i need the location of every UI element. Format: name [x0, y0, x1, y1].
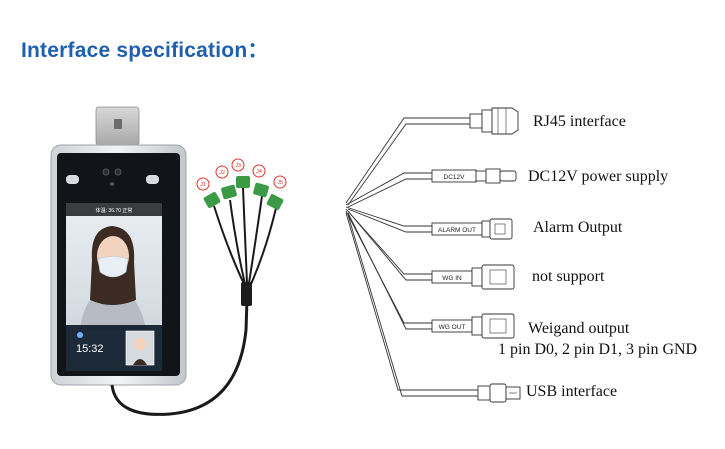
rj45-label: RJ45 interface	[533, 113, 626, 130]
wgin-connector: WG IN	[431, 264, 515, 290]
cable-tag-j4: J4	[256, 169, 262, 175]
usb-label: USB interface	[526, 383, 618, 400]
thermal-sensor	[114, 119, 122, 129]
wgin-label: not support	[532, 268, 605, 285]
screen-status-text: 体温: 36.70 正常	[96, 207, 133, 214]
wgin-tag: WG IN	[442, 275, 462, 282]
cable-tag-j1: J1	[200, 182, 206, 188]
dc12v-connector: DC12V	[431, 168, 517, 184]
terminal-connector-j4	[253, 182, 269, 198]
alarm-tag: ALARM OUT	[438, 227, 476, 234]
screen-status-bar	[66, 203, 162, 216]
pigtail-cables	[213, 187, 277, 285]
cable-tags	[196, 158, 287, 191]
cable-tag-j5: J5	[277, 180, 283, 186]
camera-lens-1	[102, 168, 110, 176]
wgout-tag: WG OUT	[439, 324, 466, 331]
wiring-lines	[345, 117, 478, 397]
wgout-connector: WG OUT	[431, 313, 515, 339]
camera-lens-2	[114, 168, 122, 176]
face-mask	[97, 256, 129, 278]
wgout-label: Weigand output	[528, 320, 630, 337]
device: 体温: 36.70 正常 15:32	[50, 106, 187, 386]
device-cable	[110, 299, 249, 416]
terminal-connector-j5	[266, 194, 284, 210]
cloud-icon	[77, 332, 83, 338]
terminal-connector-j3	[236, 176, 250, 188]
rj45-connector	[469, 107, 519, 135]
usb-connector	[477, 383, 521, 403]
wgout-sublabel: 1 pin D0, 2 pin D1, 3 pin GND	[498, 341, 698, 358]
terminal-connector-j2	[221, 184, 237, 200]
ir-light-left	[66, 175, 79, 184]
page-title: Interface specification：	[21, 39, 269, 62]
pigtail-connectors	[203, 176, 284, 210]
cable-tag-j2: J2	[219, 170, 225, 176]
sensor-dot	[110, 182, 114, 186]
ir-light-right	[146, 175, 159, 184]
dc12v-tag: DC12V	[444, 174, 466, 181]
screen-clock: 15:32	[76, 343, 104, 355]
cable-bundle-sleeve	[241, 282, 252, 306]
dc12v-label: DC12V power supply	[528, 168, 669, 185]
cable-tag-j3: J3	[235, 163, 241, 169]
terminal-connector-j1	[203, 192, 221, 208]
alarm-label: Alarm Output	[533, 219, 623, 236]
alarm-connector: ALARM OUT	[431, 218, 513, 240]
